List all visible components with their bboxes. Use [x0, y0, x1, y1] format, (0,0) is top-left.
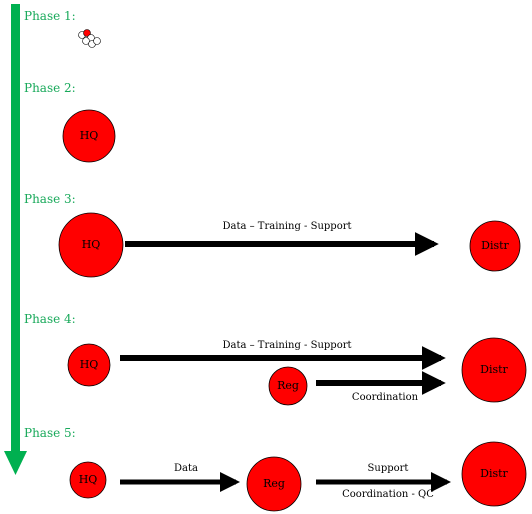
phase-3-distr-node: Distr	[469, 220, 521, 272]
phase-4-distr-node: Distr	[461, 337, 527, 403]
node-label: Distr	[481, 239, 509, 252]
phase-3-arrow-label: Data – Training - Support	[222, 221, 351, 232]
phase-5-hq-node: HQ	[69, 461, 107, 499]
phase-4-reg-node: Reg	[268, 366, 308, 406]
node-label: HQ	[79, 473, 98, 486]
node-label: HQ	[82, 238, 101, 251]
node-label: Reg	[277, 379, 299, 392]
phase-4-label: Phase 4:	[24, 312, 76, 326]
node-label: Distr	[480, 467, 508, 480]
phase-1-label: Phase 1:	[24, 9, 76, 23]
phase-2-label: Phase 2:	[24, 81, 76, 95]
phase-5-arrow-data-label: Data	[174, 463, 198, 474]
phase-4-arrow-data-label: Data – Training - Support	[222, 340, 351, 351]
phase-5-arrow-coordination-label: Coordination - QC	[342, 489, 434, 500]
phase-5-distr-node: Distr	[461, 441, 527, 507]
phase-4-arrow-coordination-label: Coordination	[352, 392, 419, 403]
cluster-dot	[82, 37, 90, 45]
timeline-arrow	[4, 4, 27, 475]
cluster-dot	[93, 37, 101, 45]
timeline-shaft	[11, 4, 20, 456]
phase-2-hq-node: HQ	[62, 109, 116, 163]
phase-5-reg-node: Reg	[246, 456, 302, 512]
cluster-dot-red	[83, 29, 91, 37]
node-label: Reg	[263, 477, 285, 490]
phase-1-cluster	[78, 29, 101, 48]
phase-3-label: Phase 3:	[24, 192, 76, 206]
node-label: HQ	[80, 358, 99, 371]
phase-3-hq-node: HQ	[58, 212, 124, 278]
timeline-arrowhead	[4, 451, 27, 475]
phase-5-label: Phase 5:	[24, 426, 76, 440]
node-label: Distr	[480, 363, 508, 376]
phase-5-arrow-support-label: Support	[368, 463, 409, 474]
phase-4-hq-node: HQ	[67, 343, 111, 387]
node-label: HQ	[80, 129, 99, 142]
